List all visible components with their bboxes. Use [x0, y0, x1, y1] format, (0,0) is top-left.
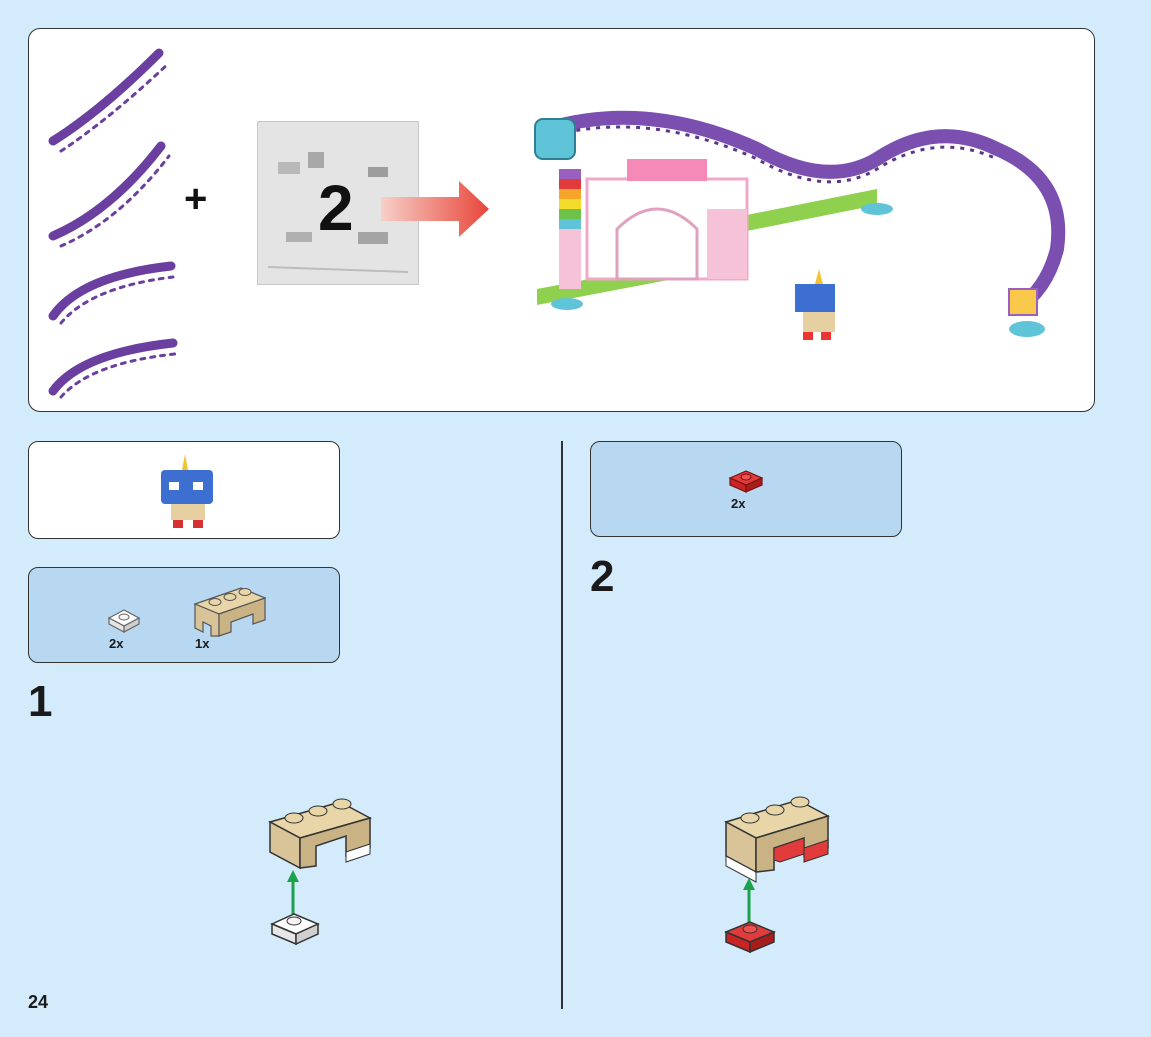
minifig-panel: [28, 441, 340, 539]
column-divider: [561, 441, 563, 1009]
unikitty-figure-icon: [795, 269, 835, 340]
step2-number: 2: [590, 555, 614, 599]
green-install-arrow-icon: [287, 870, 299, 918]
green-install-arrow-icon: [743, 878, 755, 926]
roller-coaster-model-icon: [497, 79, 1087, 379]
tan-arch-1x3-icon: [189, 584, 269, 640]
red-plate-1x1-icon: [726, 922, 774, 952]
step1-build-illustration: [266, 790, 376, 950]
step1-number: 1: [28, 680, 52, 724]
step1-parts-panel: 2x 1x: [28, 567, 340, 663]
tan-arch-1x3-icon: [726, 797, 828, 882]
plus-symbol: +: [184, 179, 207, 219]
red-plate-1x1-icon: [728, 468, 764, 496]
step1-part2-qty: 1x: [195, 636, 209, 651]
white-plate-1x1-icon: [272, 914, 318, 944]
purple-track-piece-icon: [53, 266, 173, 323]
white-plate-1x1-icon: [107, 606, 141, 636]
overview-panel: + 2: [28, 28, 1095, 412]
step2-build-illustration: [720, 786, 836, 958]
purple-track-piece-icon: [53, 343, 175, 397]
page-number: 24: [28, 992, 48, 1013]
purple-track-piece-icon: [53, 146, 169, 246]
bag-number: 2: [318, 176, 354, 240]
tan-arch-1x3-icon: [270, 799, 370, 868]
purple-track-piece-icon: [53, 53, 169, 151]
step2-part1-qty: 2x: [731, 496, 745, 511]
track-pieces-group: [41, 41, 201, 401]
red-arrow-icon: [381, 179, 493, 239]
unikitty-figure-icon: [157, 452, 217, 532]
step1-part1-qty: 2x: [109, 636, 123, 651]
step2-parts-panel: 2x: [590, 441, 902, 537]
